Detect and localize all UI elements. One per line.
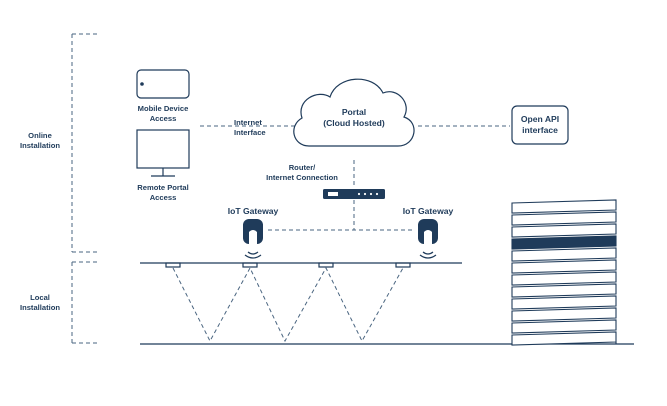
online-label-line1: Online	[28, 131, 52, 140]
open-api-label-line1: Open API	[520, 114, 560, 124]
router-label-line2: Internet Connection	[266, 172, 338, 182]
router-label-line1: Router/	[288, 163, 316, 172]
internet-interface-line1: Internet	[234, 118, 262, 127]
mobile-label-line2: Access	[149, 113, 177, 123]
online-label-line2: Installation	[19, 140, 61, 150]
internet-interface-line2: Interface	[234, 127, 266, 137]
building-icon	[511, 199, 617, 346]
building-floor	[511, 199, 617, 214]
open-api-label-line2: interface	[522, 124, 558, 135]
building-floor	[511, 271, 617, 286]
building-floor	[511, 259, 617, 274]
cloud-icon	[293, 78, 415, 147]
local-label-line2: Installation	[19, 302, 61, 312]
building-floor	[511, 307, 617, 322]
remote-portal-label-line1: Remote Portal	[137, 183, 189, 192]
building-floor	[511, 319, 617, 334]
router-icon	[323, 189, 385, 199]
local-bracket	[71, 261, 100, 344]
router-label: Router/ Internet Connection	[254, 163, 350, 182]
sensor-coverage-lines	[172, 266, 404, 343]
internet-interface-label: Internet Interface	[234, 118, 294, 137]
building-floor	[511, 331, 617, 346]
building-floor	[511, 211, 617, 226]
remote-portal-label: Remote Portal Access	[123, 183, 203, 202]
open-api-label: Open API interface	[512, 114, 568, 135]
iot-gateway-right-label: IoT Gateway	[402, 206, 454, 216]
building-floor	[511, 295, 617, 310]
iot-gateway-icon-right	[418, 219, 438, 259]
open-api-box	[511, 105, 569, 145]
mobile-label-line1: Mobile Device	[137, 104, 189, 113]
portal-label-line1: Portal	[341, 107, 367, 117]
online-installation-label: Online Installation	[8, 131, 72, 150]
local-installation-label: Local Installation	[8, 293, 72, 312]
building-floor	[511, 247, 617, 262]
online-bracket	[71, 33, 100, 253]
monitor-icon	[136, 129, 190, 177]
mobile-device-label: Mobile Device Access	[123, 104, 203, 123]
building-floor	[511, 283, 617, 298]
mobile-device-icon	[136, 69, 190, 99]
building-floor-highlighted	[511, 235, 617, 250]
building-floor	[511, 223, 617, 238]
portal-label: Portal (Cloud Hosted)	[314, 107, 394, 128]
iot-gateway-left-label: IoT Gateway	[227, 206, 279, 216]
local-label-line1: Local	[30, 293, 50, 302]
iot-gateway-icon-left	[243, 219, 263, 259]
portal-label-line2: (Cloud Hosted)	[323, 117, 385, 128]
remote-portal-label-line2: Access	[149, 192, 177, 202]
